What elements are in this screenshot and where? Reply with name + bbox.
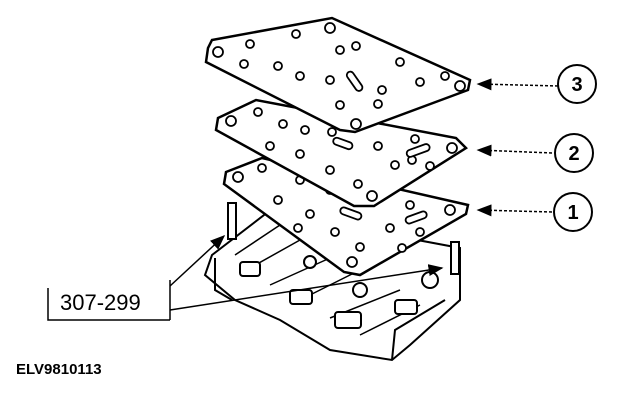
callout-2-number: 2 bbox=[568, 143, 579, 165]
callout-3-number: 3 bbox=[571, 74, 582, 96]
callout-2: 2 bbox=[554, 133, 594, 173]
separator-gasket-2 bbox=[214, 98, 468, 208]
callout-1-number: 1 bbox=[567, 202, 578, 224]
callout-arrows bbox=[476, 78, 559, 217]
separator-gasket-3 bbox=[204, 16, 472, 134]
alignment-pin-right bbox=[450, 241, 460, 275]
callout-3: 3 bbox=[557, 64, 597, 104]
callout-1: 1 bbox=[553, 192, 593, 232]
figure-id: ELV9810113 bbox=[16, 361, 102, 378]
alignment-pin-left bbox=[227, 202, 237, 240]
tool-label: 307-299 bbox=[60, 290, 141, 315]
tool-label-bracket bbox=[47, 234, 444, 321]
